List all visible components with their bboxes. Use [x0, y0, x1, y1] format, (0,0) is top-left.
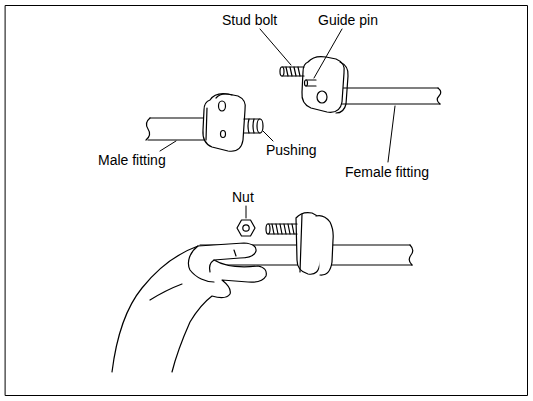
part-label: Stud bolt — [222, 12, 277, 28]
assembled-stud-bolt — [266, 224, 297, 234]
part-label: Female fitting — [345, 164, 429, 180]
female-fitting — [302, 57, 441, 113]
leader-lines — [160, 29, 395, 218]
stud-bolt — [280, 67, 304, 76]
part-label: Guide pin — [318, 12, 378, 28]
hand — [112, 243, 266, 372]
frame — [6, 6, 528, 396]
part-label: Male fitting — [98, 152, 166, 168]
part-label: Nut — [232, 189, 254, 205]
male-fitting — [146, 94, 245, 152]
guide-pin — [305, 80, 317, 86]
assembled-flanges — [296, 213, 333, 276]
part-label: Pushing — [266, 142, 317, 158]
pushing — [244, 119, 263, 133]
nut — [237, 220, 255, 236]
